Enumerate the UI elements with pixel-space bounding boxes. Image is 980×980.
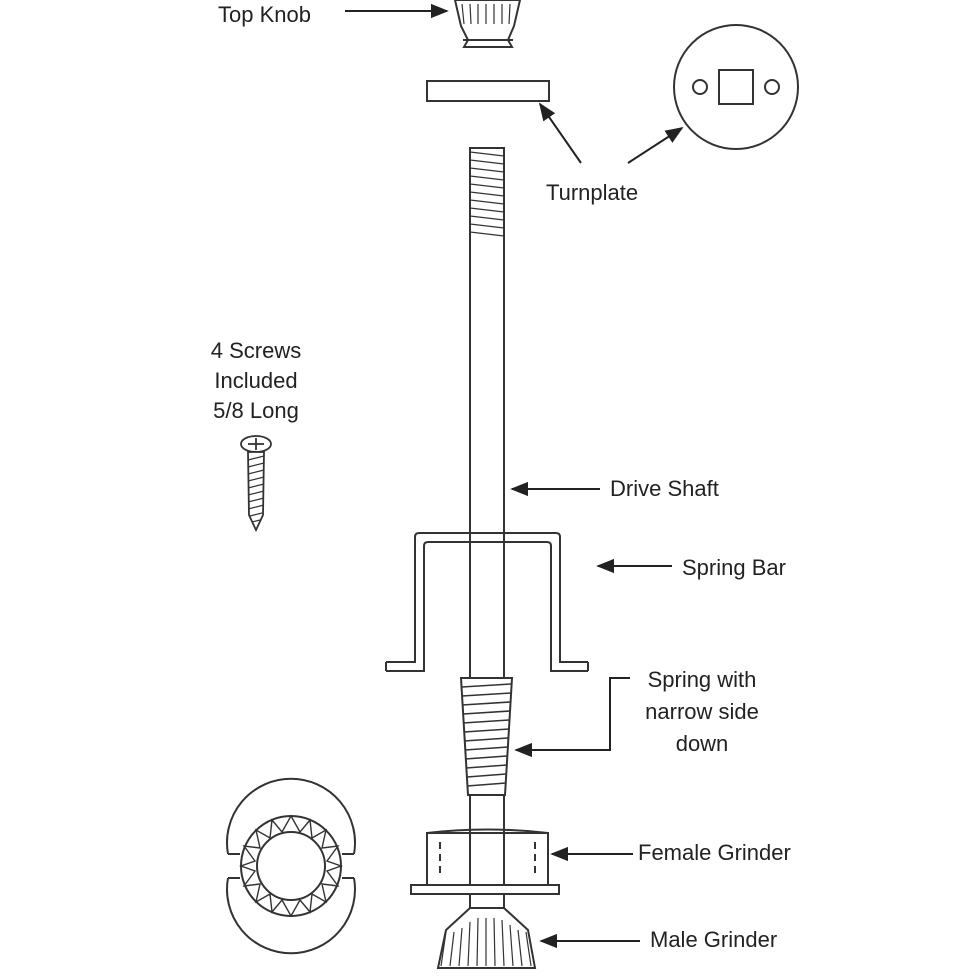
turnplate-bar bbox=[426, 80, 550, 102]
spring-bar bbox=[385, 532, 589, 672]
turnplate-label: Turnplate bbox=[546, 180, 639, 205]
female-grinder-label: Female Grinder bbox=[638, 840, 791, 865]
turnplate-top-view bbox=[673, 24, 799, 150]
spring-label-line2: narrow side bbox=[645, 699, 759, 724]
male-grinder-label: Male Grinder bbox=[650, 927, 778, 952]
spring-label-line1: Spring with bbox=[647, 667, 757, 692]
top-knob bbox=[453, 0, 522, 48]
female-grinder-top-view bbox=[226, 777, 356, 955]
screws-label-line2: Included bbox=[214, 368, 298, 393]
male-grinder bbox=[436, 907, 537, 969]
spring-bar-label: Spring Bar bbox=[682, 555, 786, 580]
screw-icon bbox=[240, 435, 272, 533]
spring-label-line3: down bbox=[675, 731, 729, 756]
callout-arrows bbox=[345, 3, 684, 949]
screws-label-line3: 5/8 Long bbox=[213, 398, 299, 423]
drive-shaft-label: Drive Shaft bbox=[610, 476, 719, 501]
female-grinder bbox=[410, 828, 560, 895]
spring bbox=[459, 677, 514, 796]
screws-label-line1: 4 Screws bbox=[210, 338, 302, 363]
top-knob-label: Top Knob bbox=[218, 2, 311, 27]
